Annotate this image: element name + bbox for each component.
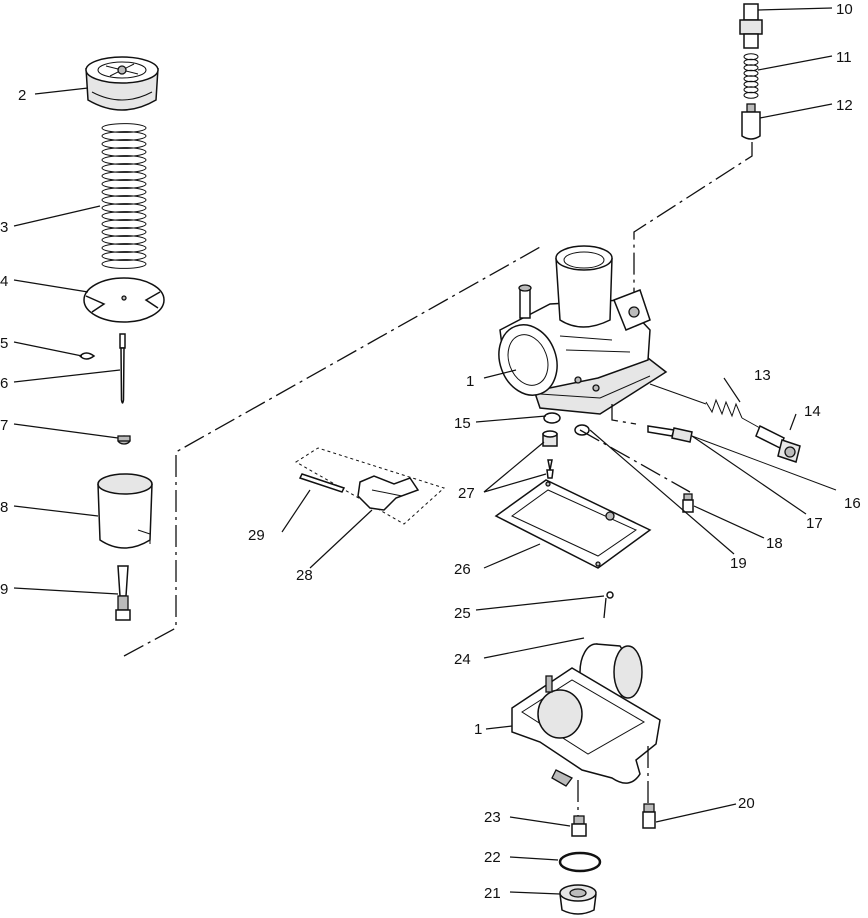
part-17-pilot-screw: [647, 425, 693, 443]
part-9-holder: [115, 565, 131, 621]
callout-25: 25: [454, 605, 471, 622]
part-10-adjuster: [739, 3, 763, 49]
callout-1-body: 1: [466, 373, 474, 390]
callout-19: 19: [730, 555, 747, 572]
callout-15: 15: [454, 415, 471, 432]
callout-21: 21: [484, 885, 501, 902]
callout-6: 6: [0, 375, 8, 392]
spring-coil: [101, 251, 147, 261]
spring-coil: [101, 123, 147, 133]
spring-coil: [743, 75, 759, 83]
part-7-washer: [117, 435, 131, 445]
part-4-seat-plate: [83, 277, 165, 323]
callout-27: 27: [458, 485, 475, 502]
callout-29: 29: [248, 527, 265, 544]
spring-coil: [743, 58, 759, 66]
part-26-gasket: [494, 479, 652, 569]
part-28-float-arm: [357, 475, 420, 511]
spring-coil: [101, 219, 147, 229]
part-18-pilot-jet: [682, 493, 694, 513]
part-8-throttle-slide: [97, 473, 153, 549]
spring-coil: [101, 147, 147, 157]
callout-16: 16: [844, 495, 861, 512]
part-3-spring: [101, 123, 147, 269]
spring-coil: [743, 80, 759, 88]
spring-coil: [101, 203, 147, 213]
spring-coil: [743, 53, 759, 61]
part-5-clip: [78, 352, 96, 360]
spring-coil: [743, 69, 759, 77]
part-1-float-bowl: [511, 667, 661, 787]
callout-26: 26: [454, 561, 471, 578]
callout-24: 24: [454, 651, 471, 668]
spring-coil: [101, 235, 147, 245]
part-15-washer: [543, 412, 561, 424]
spring-coil: [101, 171, 147, 181]
part-23-main-jet: [571, 815, 587, 837]
callout-12: 12: [836, 97, 853, 114]
part-22-o-ring: [558, 851, 602, 873]
spring-coil: [101, 195, 147, 205]
spring-coil: [743, 91, 759, 99]
callout-22: 22: [484, 849, 501, 866]
spring-coil: [743, 86, 759, 94]
spring-coil: [101, 179, 147, 189]
part-11-small-spring: [743, 53, 759, 99]
callout-2: 2: [18, 87, 26, 104]
part-1-carburetor-body: [498, 245, 668, 415]
part-20-drain-screw: [642, 803, 656, 829]
part-13-spring: [705, 398, 743, 419]
callout-7: 7: [0, 417, 8, 434]
callout-18: 18: [766, 535, 783, 552]
part-12-plunger: [741, 103, 761, 140]
part-25-drain-plug-washer: [606, 591, 614, 599]
spring-coil: [101, 139, 147, 149]
callout-3: 3: [0, 219, 8, 236]
callout-14: 14: [804, 403, 821, 420]
part-6-needle: [119, 333, 126, 404]
part-27-needle-valve-seat: [542, 430, 558, 479]
callout-8: 8: [0, 499, 8, 516]
callout-20: 20: [738, 795, 755, 812]
part-2-cap: [85, 56, 159, 111]
callout-4: 4: [0, 273, 8, 290]
callout-10: 10: [836, 1, 853, 18]
spring-coil: [101, 211, 147, 221]
callout-13: 13: [754, 367, 771, 384]
callout-28: 28: [296, 567, 313, 584]
part-21-bowl-plug: [559, 884, 597, 915]
spring-coil: [101, 155, 147, 165]
spring-coil: [101, 259, 147, 269]
callout-5: 5: [0, 335, 8, 352]
spring-coil: [101, 227, 147, 237]
spring-coil: [101, 131, 147, 141]
spring-coil: [101, 187, 147, 197]
callout-17: 17: [806, 515, 823, 532]
spring-coil: [101, 243, 147, 253]
spring-coil: [743, 64, 759, 72]
callout-23: 23: [484, 809, 501, 826]
spring-coil: [101, 163, 147, 173]
callout-1-bowl: 1: [474, 721, 482, 738]
callout-9: 9: [0, 581, 8, 598]
callout-11: 11: [836, 49, 852, 66]
part-14-air-screw: [755, 424, 801, 463]
